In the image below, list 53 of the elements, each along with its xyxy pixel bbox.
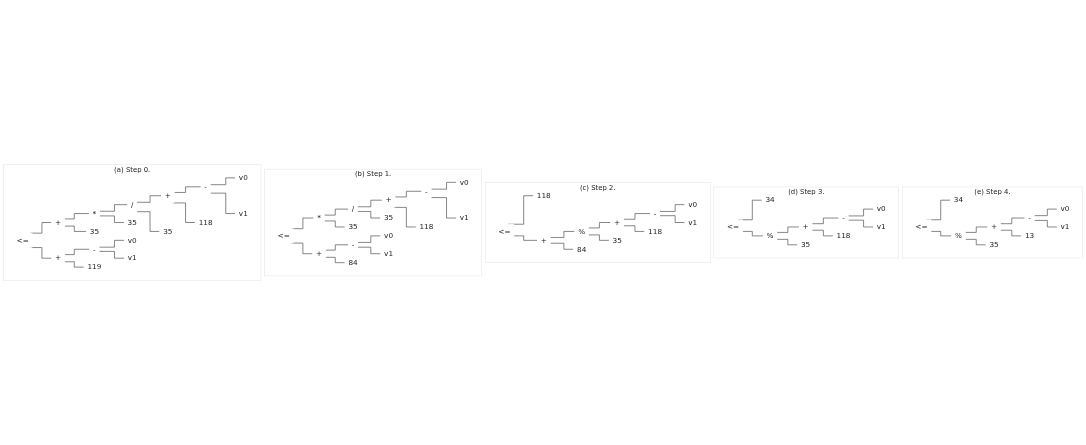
connector xyxy=(394,190,422,198)
connector xyxy=(965,239,987,246)
connector xyxy=(30,222,52,234)
connector xyxy=(659,204,686,212)
connector xyxy=(430,182,457,190)
connector xyxy=(173,186,202,193)
connector xyxy=(172,202,196,223)
connector xyxy=(357,246,381,255)
connector xyxy=(623,213,651,220)
connector xyxy=(64,261,85,268)
connector xyxy=(357,211,381,219)
connector xyxy=(1034,220,1058,228)
connector xyxy=(98,251,125,259)
connector xyxy=(811,217,840,225)
connector xyxy=(357,235,381,243)
connector xyxy=(291,242,313,255)
connector xyxy=(210,177,236,185)
connector xyxy=(513,235,538,241)
connector xyxy=(136,211,161,232)
connector xyxy=(30,247,52,259)
connector xyxy=(930,231,952,237)
connector xyxy=(1000,229,1022,237)
connector xyxy=(776,239,798,246)
connector xyxy=(847,208,874,217)
connector xyxy=(325,257,346,263)
connector xyxy=(64,213,90,220)
connector xyxy=(324,208,349,216)
connector xyxy=(393,207,417,228)
connector xyxy=(64,248,90,255)
connector xyxy=(357,199,383,208)
connector xyxy=(549,231,576,238)
connector xyxy=(1034,208,1058,216)
connector xyxy=(291,217,315,229)
connector xyxy=(776,226,800,233)
connector xyxy=(1000,217,1026,225)
connector xyxy=(99,204,128,212)
connector xyxy=(588,234,610,241)
connector xyxy=(430,197,457,219)
connector xyxy=(136,195,162,203)
connector xyxy=(99,215,125,223)
connector xyxy=(742,231,764,237)
connector xyxy=(847,219,874,228)
connector xyxy=(325,244,349,251)
connector xyxy=(811,229,834,237)
connector xyxy=(588,222,611,229)
connector xyxy=(210,192,236,214)
connector xyxy=(965,226,988,233)
connector xyxy=(64,225,87,232)
connector xyxy=(549,242,574,250)
connector xyxy=(659,215,686,223)
connector xyxy=(623,225,645,232)
connector xyxy=(324,220,346,228)
connector xyxy=(98,240,125,248)
